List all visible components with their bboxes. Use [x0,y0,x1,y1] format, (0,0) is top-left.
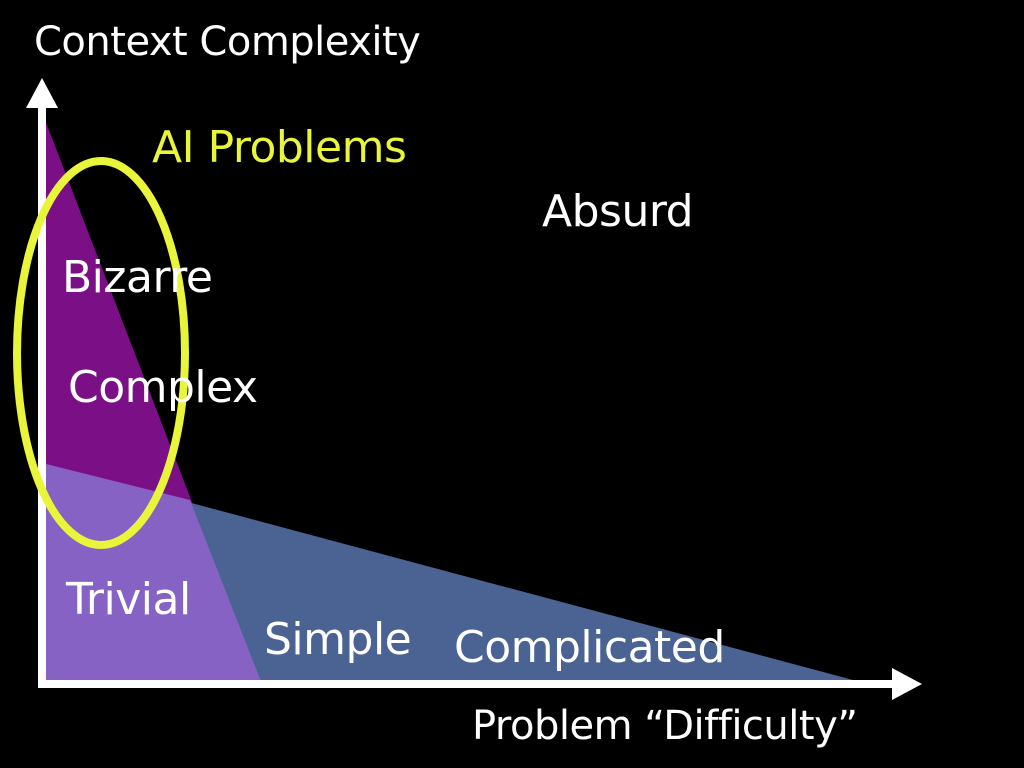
y-axis-label: Context Complexity [34,19,421,65]
overlap-region [42,463,262,684]
absurd-label: Absurd [542,186,694,237]
complex-label: Complex [68,362,258,413]
complicated-label: Complicated [454,622,725,673]
y-axis-arrowhead [26,78,58,108]
problem-difficulty-region [42,463,868,684]
x-axis-arrowhead [892,668,922,700]
trivial-label: Trivial [66,574,191,625]
simple-label: Simple [264,614,412,665]
ai-problems-label: AI Problems [152,122,407,173]
x-axis-label: Problem “Difficulty” [472,703,858,749]
ai-problems-ellipse [13,157,189,549]
bizarre-label: Bizarre [62,252,213,303]
